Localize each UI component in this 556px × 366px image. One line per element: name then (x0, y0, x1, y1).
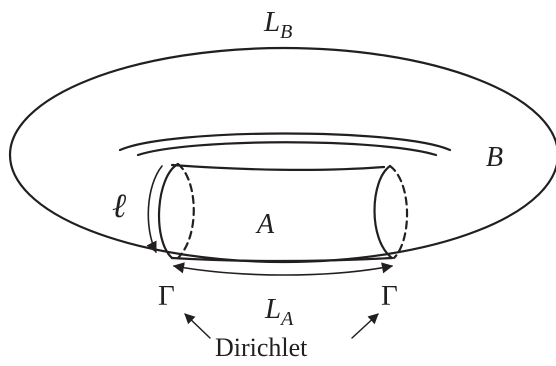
left-cut-front (157, 162, 180, 260)
torus-outer-boundary (8, 46, 556, 264)
dirichlet-arrow-left (184, 313, 211, 339)
label-lb: LB (263, 6, 292, 43)
torus-hole-inner-edge (136, 141, 438, 157)
ell-arrow (146, 165, 163, 254)
la-double-arrow (172, 262, 394, 276)
dirichlet-arrow-right (351, 313, 379, 339)
torus-hole-upper-rim (118, 132, 452, 152)
label-gamma-right: Γ (381, 280, 398, 312)
region-a-bottom-edge (170, 256, 394, 263)
label-dirichlet: Dirichlet (215, 333, 308, 362)
region-a-top-edge (170, 163, 386, 171)
label-gamma-left: Γ (158, 280, 175, 312)
label-b: B (486, 142, 503, 173)
left-cut-back (176, 162, 195, 260)
right-cut-front (373, 164, 394, 260)
label-a: A (255, 209, 275, 240)
label-ell: ℓ (112, 188, 126, 225)
label-la: LA (264, 293, 294, 330)
right-cut-back (388, 164, 409, 260)
